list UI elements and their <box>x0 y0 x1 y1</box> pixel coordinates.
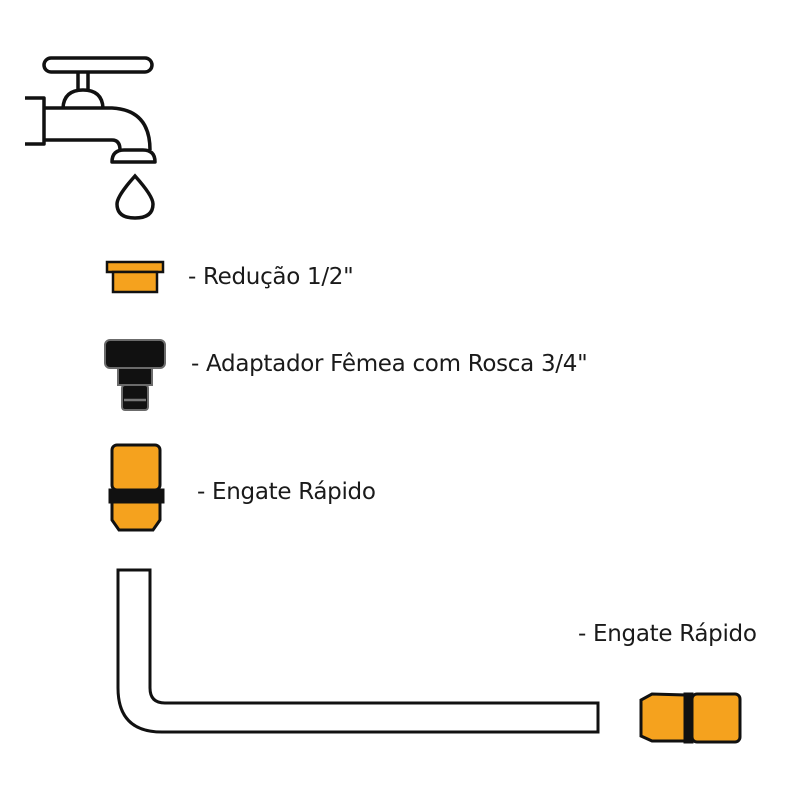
label-engate-rapido-2: - Engate Rápido <box>578 621 757 647</box>
quick-connector-icon-horizontal <box>639 692 742 744</box>
water-drop-icon <box>115 173 155 220</box>
label-adaptador-femea: - Adaptador Fêmea com Rosca 3/4" <box>191 351 588 377</box>
female-adapter-icon <box>104 339 166 411</box>
label-reducao: - Redução 1/2" <box>188 264 354 290</box>
reducer-icon <box>105 260 165 294</box>
hose-icon <box>116 568 600 734</box>
label-engate-rapido-1: - Engate Rápido <box>197 479 376 505</box>
quick-connector-icon <box>108 443 165 532</box>
faucet-icon <box>25 56 157 164</box>
